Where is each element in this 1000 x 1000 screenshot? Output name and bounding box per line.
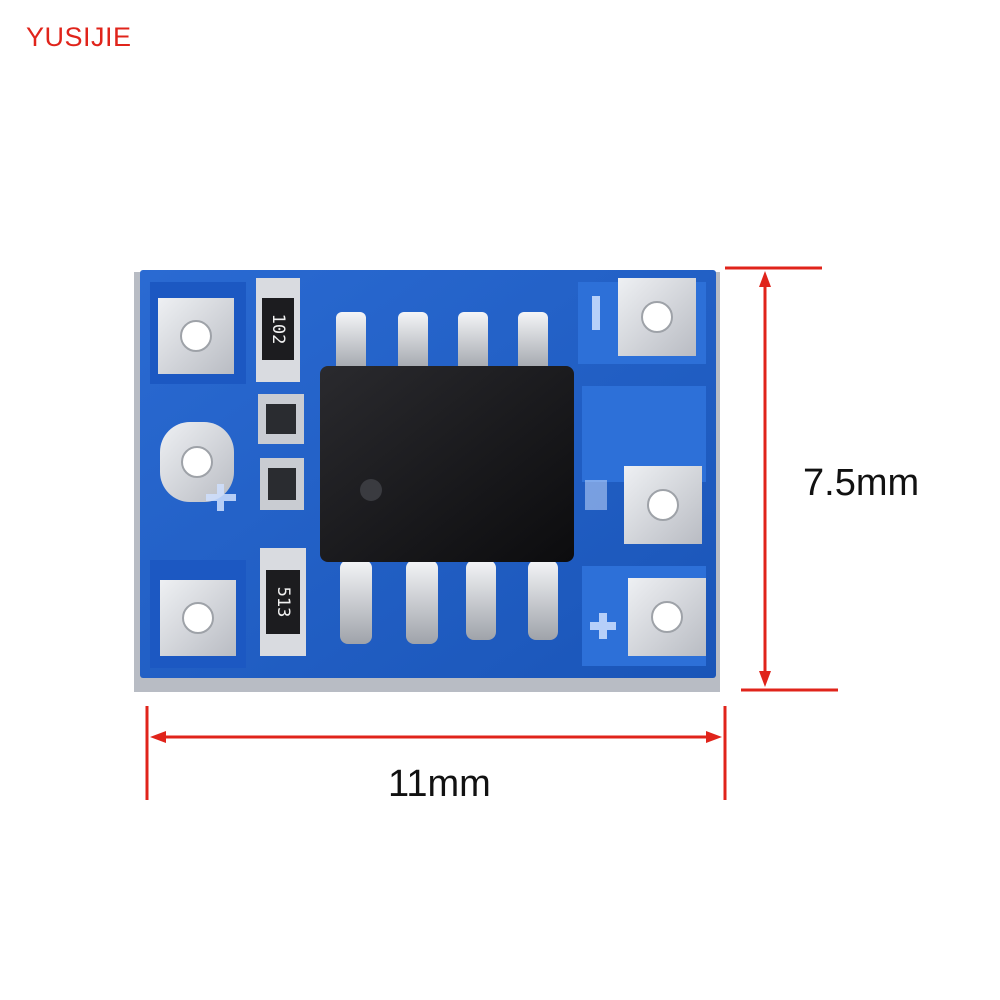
solder-pad-left-middle (160, 422, 234, 502)
width-dimension-label: 11mm (388, 763, 491, 805)
solder-pad-right-middle (624, 466, 702, 544)
solder-pad-right-bottom (628, 578, 706, 656)
smd-resistor-top: 102 (256, 278, 300, 382)
silkscreen-marks (206, 296, 616, 639)
solder-pad-left-top (158, 298, 234, 374)
resistor-code-top: 102 (268, 314, 288, 345)
height-dimension-label: 7.5mm (803, 462, 920, 504)
solder-pad-left-bottom (160, 580, 236, 656)
smd-resistor-bottom: 513 (260, 548, 306, 656)
dimension-width (145, 706, 727, 800)
smd-capacitor-2 (260, 458, 304, 510)
resistor-code-bottom: 513 (273, 587, 293, 618)
dimension-height (725, 266, 838, 692)
brand-label: YUSIJIE (26, 22, 132, 52)
ic-pins-bottom (340, 560, 558, 644)
ic-pins-top (336, 312, 548, 372)
smd-capacitor-1 (258, 394, 304, 444)
solder-pad-right-top (618, 278, 696, 356)
ic-chip-sop8 (320, 366, 574, 562)
